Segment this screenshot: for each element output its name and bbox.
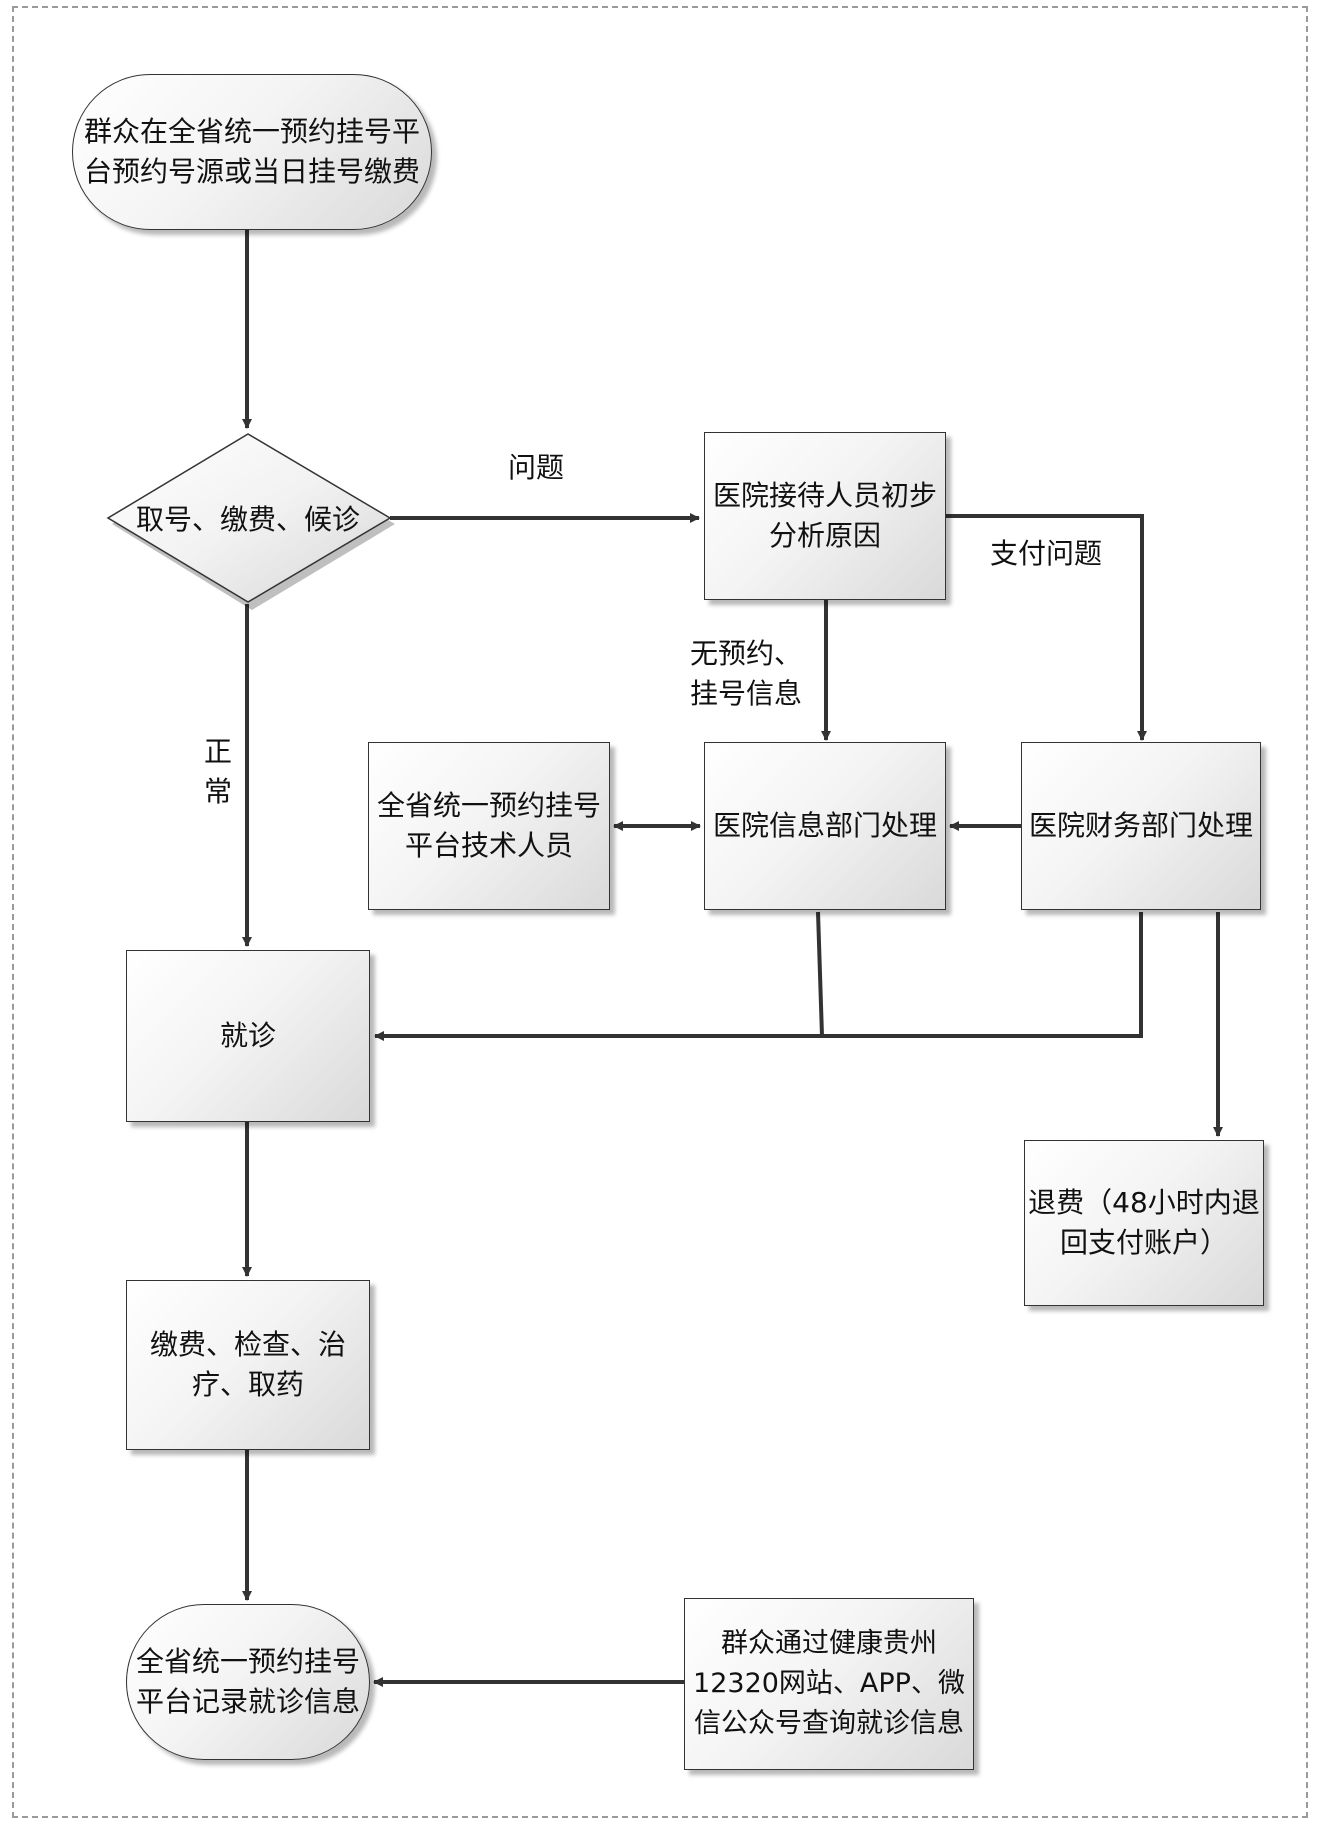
decision-diamond: 取号、缴费、候诊 xyxy=(106,432,395,610)
platform-tech-text: 全省统一预约挂号 平台技术人员 xyxy=(376,789,601,862)
edge-label-problem: 问题 xyxy=(508,451,565,484)
start-text: 群众在全省统一预约挂号平 台预约号源或当日挂号缴费 xyxy=(83,115,420,188)
pay-check-text: 缴费、检查、治 疗、取药 xyxy=(149,1328,346,1401)
edge-finance-to-visit xyxy=(374,912,1143,1041)
query-box: 群众通过健康贵州 12320网站、APP、微 信公众号查询就诊信息 xyxy=(684,1598,974,1770)
diagram-frame xyxy=(12,6,1308,1818)
refund-text: 退费（48小时内退 回支付账户） xyxy=(1028,1186,1260,1259)
it-dept-box: 医院信息部门处理 xyxy=(704,742,946,910)
visit-box: 就诊 xyxy=(126,950,370,1122)
edge-reception-to-finance xyxy=(946,514,1147,741)
edge-label-payment-problem: 支付问题 xyxy=(990,537,1103,570)
record-terminator: 全省统一预约挂号 平台记录就诊信息 xyxy=(126,1604,370,1760)
edge-label-no-booking: 无预约、 挂号信息 xyxy=(690,637,803,710)
edge-it-down xyxy=(816,911,824,1037)
pay-check-box: 缴费、检查、治 疗、取药 xyxy=(126,1280,370,1450)
record-text: 全省统一预约挂号 平台记录就诊信息 xyxy=(135,1645,360,1718)
visit-text: 就诊 xyxy=(219,1019,276,1052)
it-dept-text: 医院信息部门处理 xyxy=(712,809,937,842)
query-text: 群众通过健康贵州 12320网站、APP、微 信公众号查询就诊信息 xyxy=(693,1628,965,1739)
edge-label-normal: 正 常 xyxy=(204,735,233,808)
finance-dept-box: 医院财务部门处理 xyxy=(1021,742,1261,910)
reception-text: 医院接待人员初步 分析原因 xyxy=(712,479,937,552)
platform-tech-box: 全省统一预约挂号 平台技术人员 xyxy=(368,742,610,910)
decision-shape xyxy=(106,433,395,610)
reception-box: 医院接待人员初步 分析原因 xyxy=(704,432,946,600)
decision-text: 取号、缴费、候诊 xyxy=(135,503,360,536)
finance-dept-text: 医院财务部门处理 xyxy=(1028,809,1253,842)
refund-box: 退费（48小时内退 回支付账户） xyxy=(1024,1140,1264,1306)
start-terminator: 群众在全省统一预约挂号平 台预约号源或当日挂号缴费 xyxy=(72,74,432,230)
